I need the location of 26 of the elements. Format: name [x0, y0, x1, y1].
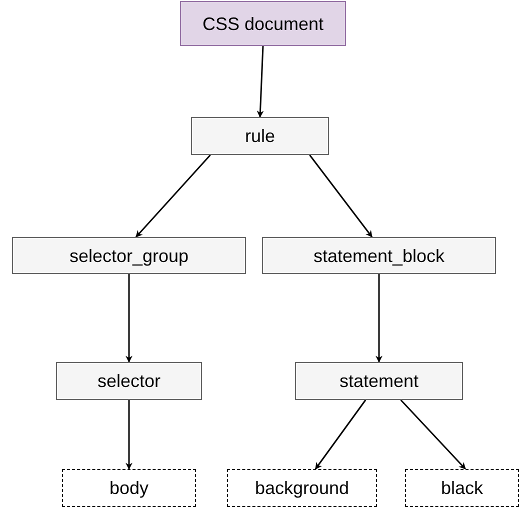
arrow	[376, 274, 382, 363]
process-box	[12, 237, 246, 274]
node-label: body	[109, 479, 149, 497]
arrow	[126, 400, 132, 470]
node-label: black	[440, 479, 484, 497]
document-box	[180, 1, 346, 46]
arrow	[256, 46, 264, 118]
process-box	[262, 237, 496, 274]
node-label: background	[254, 479, 350, 497]
arrow	[126, 274, 132, 363]
node-label: statement_block	[313, 246, 445, 264]
process-box	[295, 362, 463, 400]
arrow	[309, 154, 373, 238]
dashed-box	[227, 469, 377, 507]
node-label: CSS document	[202, 14, 324, 32]
dashed-box	[405, 469, 519, 507]
arrow	[135, 154, 211, 238]
arrow	[400, 399, 466, 470]
process-box	[191, 117, 329, 155]
node-label: selector	[97, 372, 161, 390]
node-label: rule	[244, 127, 275, 145]
arrow	[314, 400, 366, 470]
node-label: selector_group	[69, 246, 189, 264]
process-box	[56, 362, 202, 400]
node-label: statement	[339, 372, 419, 390]
dashed-box	[62, 469, 196, 507]
